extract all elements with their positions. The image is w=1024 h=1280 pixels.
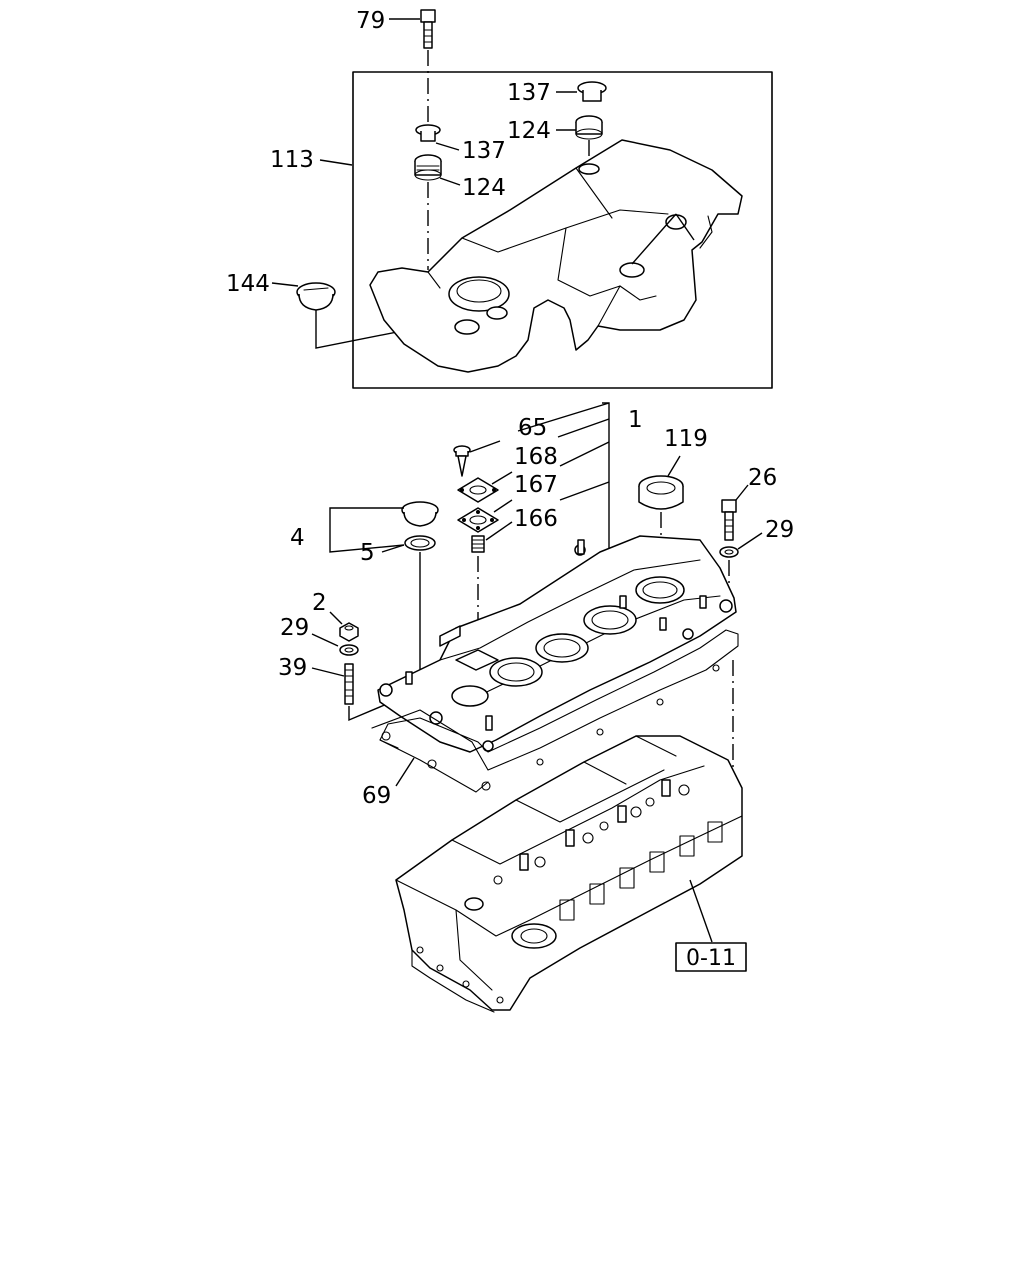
callout-144: 144 <box>226 271 270 297</box>
cap-137-left[interactable] <box>415 124 441 142</box>
reference-box[interactable] <box>675 942 747 972</box>
nut-2[interactable] <box>339 622 359 642</box>
cap-4[interactable] <box>401 501 439 527</box>
grommet-124-right[interactable] <box>575 115 603 140</box>
leader-1 <box>557 418 610 438</box>
bolt-79[interactable] <box>420 9 436 49</box>
callout-124a: 124 <box>507 118 551 144</box>
washer-29-left[interactable] <box>339 644 359 656</box>
leader-167b <box>493 499 513 513</box>
leader-137b <box>435 142 460 151</box>
leader-65 <box>517 402 610 432</box>
callout-113: 113 <box>270 147 314 173</box>
callout-137b: 137 <box>462 138 506 164</box>
cap-137-right[interactable] <box>577 81 607 102</box>
callout-167: 167 <box>514 472 558 498</box>
leader-166 <box>485 521 513 541</box>
callout-79: 79 <box>356 8 385 34</box>
leader-144 <box>271 282 299 287</box>
gasket-69[interactable] <box>371 629 739 793</box>
callout-2: 2 <box>312 590 327 616</box>
callout-65: 65 <box>518 415 547 441</box>
oring-5[interactable] <box>404 535 436 551</box>
leader-124b <box>439 177 461 186</box>
screw-65[interactable] <box>453 445 471 477</box>
leader-29b <box>311 633 339 647</box>
leader-113 <box>319 159 353 166</box>
spring-166[interactable] <box>471 535 485 553</box>
callout-124b: 124 <box>462 175 506 201</box>
callout-168: 168 <box>514 444 558 470</box>
bracket-4-5 <box>329 535 405 553</box>
leader-167 <box>559 481 610 501</box>
engine-cover-113 <box>369 139 743 373</box>
leader-39 <box>311 667 345 677</box>
plate-167[interactable] <box>457 507 499 533</box>
callout-119: 119 <box>664 426 708 452</box>
leader-168 <box>559 441 610 467</box>
callout-26: 26 <box>748 465 777 491</box>
bolt-26[interactable] <box>721 499 737 541</box>
washer-29-right[interactable] <box>719 546 739 558</box>
callout-137a: 137 <box>507 80 551 106</box>
leader-65b <box>469 440 501 453</box>
callout-166: 166 <box>514 506 558 532</box>
callout-69: 69 <box>362 783 391 809</box>
leader-29a <box>737 532 763 550</box>
bracket-4 <box>329 507 404 535</box>
grommet-124-left[interactable] <box>414 154 442 181</box>
plate-168[interactable] <box>457 477 499 503</box>
leader-119 <box>667 455 681 477</box>
valve-cover-1 <box>377 535 737 753</box>
stud-39[interactable] <box>344 663 354 705</box>
leader-168b <box>491 471 513 485</box>
callout-5: 5 <box>360 540 375 566</box>
callout-1: 1 <box>628 407 643 433</box>
leader-2 <box>329 611 343 625</box>
cover-group-frame <box>352 71 773 389</box>
callout-39: 39 <box>278 655 307 681</box>
filler-cap-144[interactable] <box>296 282 336 311</box>
grommet-119[interactable] <box>638 475 684 510</box>
leader-26 <box>735 484 749 501</box>
reference-box-label: 0-11 <box>686 946 736 971</box>
callout-29a: 29 <box>765 517 794 543</box>
bracket-1 <box>595 402 610 558</box>
callout-29b: 29 <box>280 615 309 641</box>
leader-5 <box>381 544 405 553</box>
callout-4: 4 <box>290 525 305 551</box>
leader-69 <box>395 757 415 787</box>
cylinder-head <box>395 735 743 1013</box>
leader-0-11 <box>689 879 713 943</box>
